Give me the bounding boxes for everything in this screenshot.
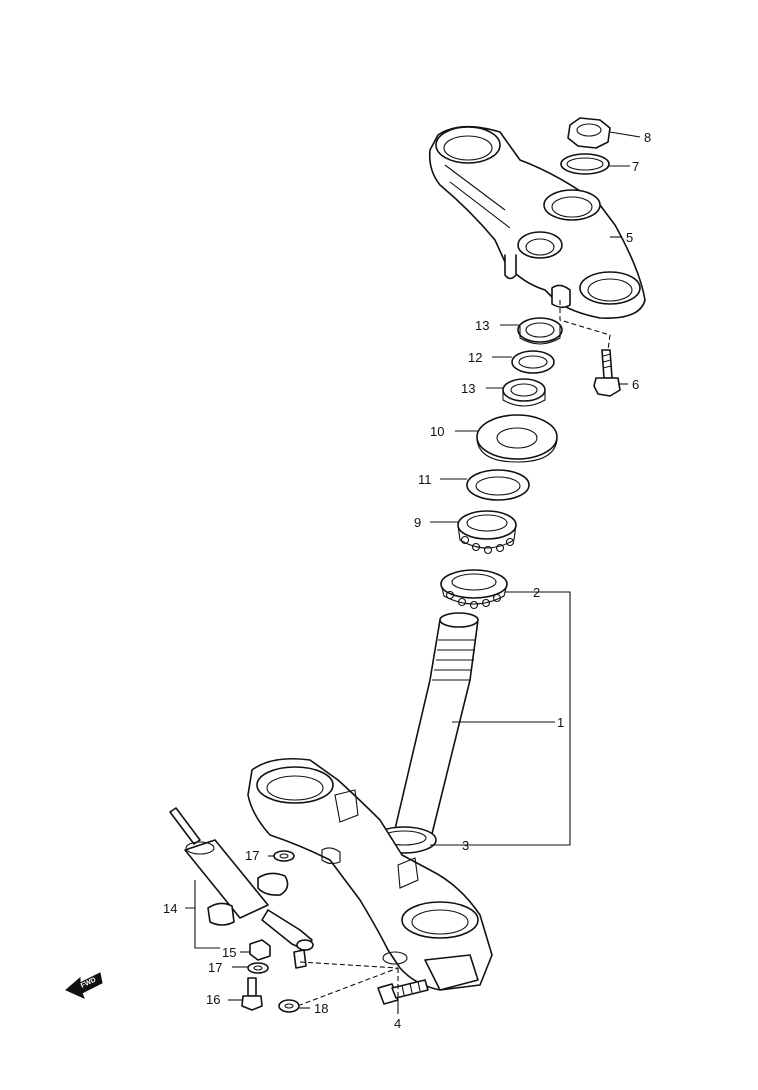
part-label-14: 14	[163, 901, 177, 916]
assembly-lines	[299, 300, 611, 1006]
lower-bearing-part	[440, 569, 508, 610]
nut-part	[567, 117, 611, 149]
leader-lines	[185, 131, 641, 1014]
bolt-part	[593, 349, 621, 397]
washer-12-part	[511, 350, 555, 374]
part-label-1: 1	[557, 715, 564, 730]
bearing-race-upper-part	[466, 469, 530, 501]
lower-bracket-part	[247, 757, 493, 991]
part-label-4: 4	[394, 1016, 401, 1031]
part-label-8: 8	[644, 130, 651, 145]
part-label-18: 18	[314, 1001, 328, 1016]
part-label-11: 11	[418, 472, 432, 487]
part-label-5: 5	[626, 230, 633, 245]
part-reference-labels: 8 7 5 13 12 6 13 10 11 9 2 1 3 17 14 15 …	[163, 130, 651, 1031]
dust-seal-part	[476, 414, 558, 463]
damper-bolt-part	[241, 977, 263, 1011]
steering-damper-part	[169, 807, 314, 969]
part-label-16: 16	[206, 992, 220, 1007]
forward-direction-icon: FWD	[65, 972, 103, 999]
part-label-9: 9	[414, 515, 421, 530]
damper-washer-lower-part	[247, 962, 269, 974]
steering-stem-part	[391, 612, 479, 843]
part-label-7: 7	[632, 159, 639, 174]
washer-part	[560, 153, 610, 175]
lock-nut-upper-part	[517, 317, 563, 345]
upper-bearing-part	[457, 510, 517, 555]
lock-nut-lower-part	[502, 378, 546, 407]
part-label-13-lower: 13	[461, 381, 475, 396]
collar-part	[278, 999, 300, 1013]
part-label-17-upper: 17	[245, 848, 259, 863]
part-label-6: 6	[632, 377, 639, 392]
part-label-2: 2	[533, 585, 540, 600]
part-label-17-lower: 17	[208, 960, 222, 975]
damper-nut-part	[249, 939, 271, 961]
part-label-10: 10	[430, 424, 444, 439]
pinch-bolt-part	[377, 979, 429, 1005]
damper-washer-upper-part	[273, 850, 295, 862]
part-label-13-upper: 13	[475, 318, 489, 333]
part-label-12: 12	[468, 350, 482, 365]
part-label-3: 3	[462, 838, 469, 853]
part-label-15: 15	[222, 945, 236, 960]
upper-bracket-part	[428, 125, 646, 319]
